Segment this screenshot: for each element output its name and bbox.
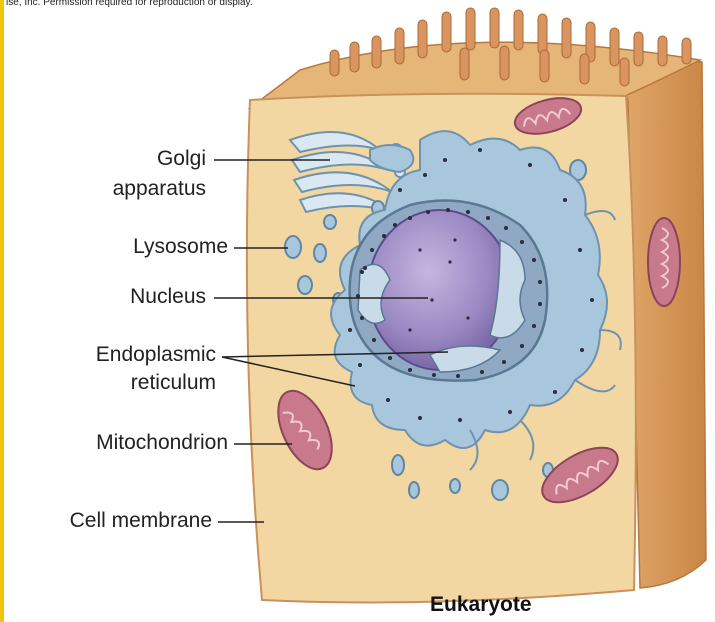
label-golgi-line1: Golgi: [100, 146, 206, 172]
label-er-line1: Endoplasmic: [20, 342, 216, 368]
label-golgi-line2: apparatus: [60, 176, 206, 202]
label-er-line2: reticulum: [20, 370, 216, 396]
label-cell-membrane: Cell membrane: [4, 508, 212, 534]
label-lysosome: Lysosome: [40, 234, 228, 260]
diagram-title: Eukaryote: [430, 593, 532, 617]
label-mitochondrion: Mitochondrion: [10, 430, 228, 456]
label-nucleus: Nucleus: [40, 284, 206, 310]
